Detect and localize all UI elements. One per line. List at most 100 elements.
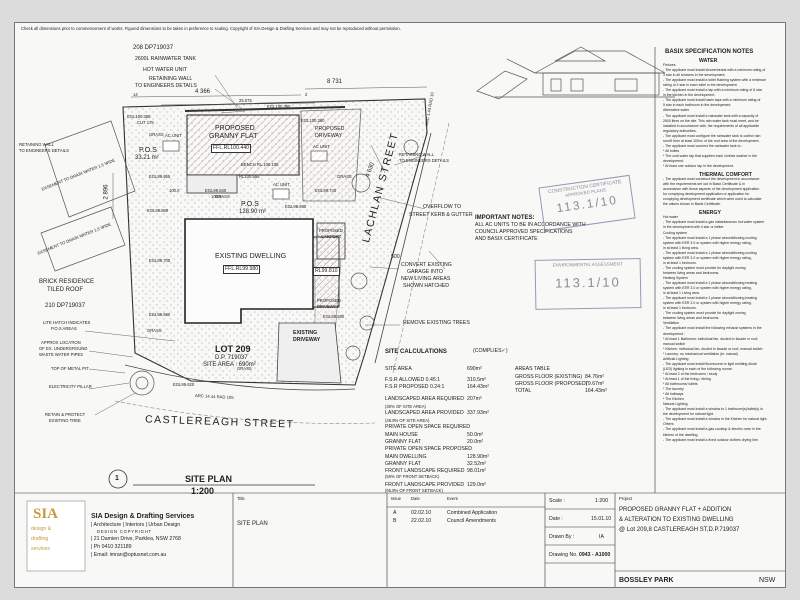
issue-code: A — [393, 510, 397, 516]
basix-line: - The applicant must install a rainwater… — [663, 113, 759, 118]
basix-line: - The cooling system must provide for da… — [663, 265, 746, 270]
existing-driveway — [276, 322, 342, 384]
retaining-right-1: RETAINING WALL — [399, 152, 434, 157]
site-plan-number: 1 — [115, 475, 119, 482]
site-calc-row-label: FRONT LANDSCAPE REQUIRED — [385, 468, 465, 474]
egl-99680: EGL99.680 — [149, 312, 171, 317]
basix-line: Natural Lighting — [663, 402, 688, 407]
company-copyright: DESIGN COPYRIGHT — [97, 529, 152, 534]
cut-175: CUT 175 — [137, 120, 154, 125]
ac-unit-label-1: AC UNIT — [165, 133, 182, 138]
site-calc-row-label: SITE AREA — [385, 366, 412, 372]
basix-line: 5 star in each bathroom in the developme… — [663, 103, 732, 108]
egl-cut: EGL100.365 — [127, 114, 151, 119]
existing-ffl: FFL.RL99.980 — [223, 265, 261, 275]
hot-water-label: HOT WATER UNIT — [143, 67, 187, 73]
tree-group — [129, 139, 419, 396]
brick-residence-1: BRICK RESIDENCE — [39, 279, 95, 285]
site-calc-row-value: 310.5m² — [467, 377, 487, 383]
granny-title-2: GRANNY FLAT — [209, 133, 258, 140]
site-calc-private-req: PRIVATE OPEN SPACE REQUIRED — [385, 424, 471, 430]
areas-row-label: GROSS FLOOR (PROPOSED) — [515, 381, 588, 387]
basix-section-heading: ENERGY — [699, 210, 721, 217]
dim-25075: 25.075 — [239, 98, 252, 103]
top-metal-pit: TOP OF METAL PIT — [51, 366, 89, 371]
basix-line: * Kitchen: individual fan, ducted to fac… — [663, 346, 763, 351]
basix-line: in at least 1 living area. — [663, 245, 699, 250]
ac-unit-box-3 — [272, 188, 290, 200]
basix-line: - The applicant must install basin taps … — [663, 98, 761, 103]
basix-line: with the requirements set out in Basix C… — [663, 182, 745, 187]
convert-2: GARAGE INTO — [407, 269, 443, 275]
drawn-value: IA — [599, 534, 604, 540]
rainwater-tank-label: 2600L RAINWATER TANK — [135, 56, 197, 62]
company-email: | Email: imran@optusnet.com.au — [91, 552, 167, 558]
drawing-sheet: Check all dimensions prior to commenceme… — [14, 22, 786, 588]
site-calc-row-value: 32.52m² — [467, 461, 487, 467]
retaining-right-2: TO ENGINEERS DETAILS — [399, 158, 449, 163]
egl-99620: EGL99.620 — [173, 382, 195, 387]
title-value: SITE PLAN — [237, 521, 268, 527]
issue-header-date: Date — [411, 496, 420, 501]
existing-driveway-1: EXISTING — [293, 330, 318, 336]
egl-99580: EGL99.580 — [323, 314, 345, 319]
basix-line: Heating System — [663, 275, 688, 280]
rl-100555: RL100.555 — [239, 174, 260, 179]
lot-label: LOT 209 — [215, 344, 251, 354]
retaining-top-label-2: TO ENGINEERS DETAILS — [135, 83, 197, 89]
pos-1-label: P.O.S — [139, 147, 157, 154]
drawn-label: Drawn By : — [549, 534, 575, 540]
basix-line: - The applicant must install the followi… — [663, 326, 762, 331]
basix-line: system with EER 3.0 or system with highe… — [663, 255, 752, 260]
electricity-pillar: ELECTRICITY PILLAR — [49, 384, 92, 389]
dim-mark-2: 2 — [305, 92, 308, 97]
state: NSW — [759, 577, 776, 584]
approx-3: WASTE WATER PIPES — [39, 352, 84, 357]
basix-line: * The cold water tap that supplies each … — [663, 153, 758, 158]
basix-line: * At least 1 Bathroom: individual fan, d… — [663, 336, 759, 341]
site-area-label: SITE AREA : 690m² — [203, 362, 256, 368]
convert-4: SHOWN HATCHED — [403, 283, 450, 289]
issue-date: 22.02.10 — [411, 518, 432, 524]
basix-line: Ventilation — [663, 321, 680, 326]
site-calc-row-value: 50.0m² — [467, 432, 484, 438]
castlereagh-kerb — [114, 400, 376, 424]
site-plan-scale: 1:200 — [191, 486, 215, 496]
lot-top-label: 208 DP719037 — [133, 45, 174, 51]
site-calc-note-front-prov: (65.8% OF FRONT SETBACK) — [385, 488, 443, 493]
header-note: Check all dimensions prior to commenceme… — [21, 26, 401, 31]
site-calc-row-label: MAIN DWELLING — [385, 454, 427, 460]
basix-line: Artificial Lighting — [663, 356, 689, 361]
convert-1: CONVERT EXISTING — [401, 262, 452, 268]
granny-deck — [186, 174, 238, 194]
basix-line: - The cooling system must provide for da… — [663, 311, 746, 316]
project-line-1: PROPOSED GRANNY FLAT + ADDITION — [619, 507, 732, 513]
basix-line: * The Kitchen — [663, 397, 684, 402]
bench-rl: BENCH RL.100.105 — [241, 162, 279, 167]
existing-driveway-2: DRIVEWAY — [293, 337, 321, 343]
basix-line: (LED) lighting in each of the following … — [663, 366, 733, 371]
left-retaining-1: RETAINING WALL — [19, 142, 54, 147]
site-calc-note-req: (30% OF SITE AREA) — [385, 404, 426, 409]
project-line-3: @ Lot 209,8 CASTLEREAGH ST,D.P.719037 — [619, 527, 740, 533]
carport-label-1: PROPOSED — [319, 228, 343, 233]
basix-line: - The applicant must install a 1 phase a… — [663, 296, 757, 301]
site-calc-row-label: LANDSCAPED AREA REQUIRED — [385, 396, 464, 402]
basix-line: * At least 1 of the living / dining — [663, 376, 711, 381]
dim-8731: 8 731 — [327, 79, 343, 85]
basix-line: rating of 4 star in each toilet in the d… — [663, 83, 738, 88]
lachlan-kerb — [392, 122, 450, 374]
important-body-1: ALL AC UNITS TO BE IN ACCORDANCE WITH — [475, 222, 586, 228]
basix-line: between living areas and bedrooms. — [663, 270, 720, 275]
company-address: | 21 Damien Drive, Parklea, NSW 2768 — [91, 536, 181, 542]
egl-99840: EGL99.840 — [205, 188, 227, 193]
site-calc-row-value: 207m² — [467, 396, 482, 402]
dim-4366: 4 366 — [195, 89, 211, 95]
basix-line: * Laundry: no mechanical ventilation (ie… — [663, 351, 738, 356]
areas-table-title: AREAS TABLE — [515, 366, 550, 372]
lot-dp: D.P. 719037 — [215, 355, 248, 361]
site-calc-row-value: 128.90m² — [467, 454, 489, 460]
logo-line-3: services — [31, 546, 51, 552]
site-calc-row-label: LANDSCAPED AREA PROVIDED — [385, 410, 464, 416]
site-calc-row-value: 337.93m² — [467, 410, 489, 416]
